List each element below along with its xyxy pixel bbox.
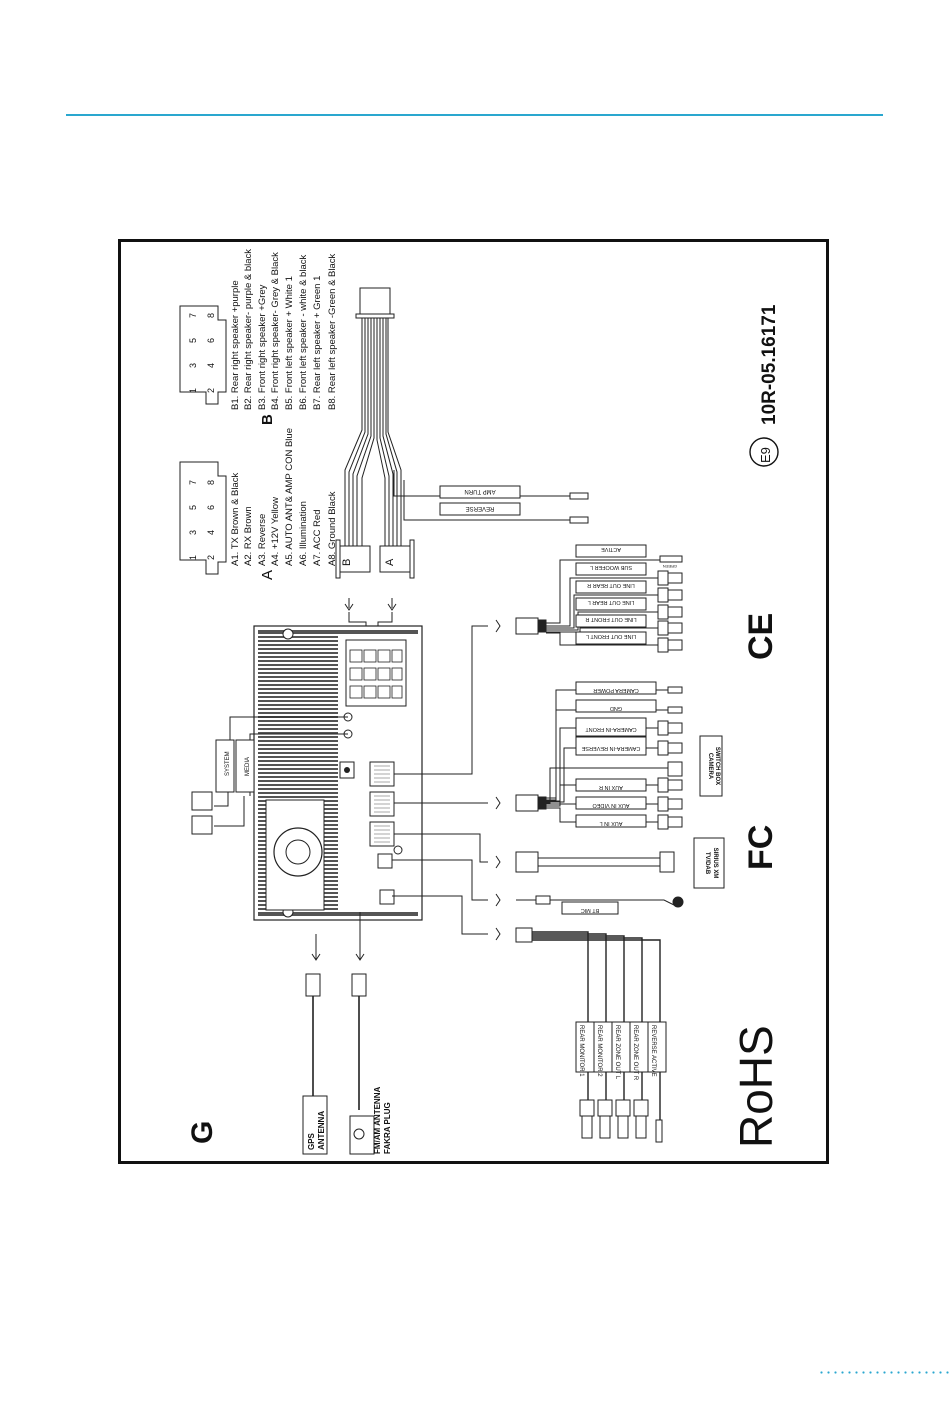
e9-mark <box>749 437 779 467</box>
ce-mark: CE <box>742 613 780 660</box>
connector-a-item: A3. Reverse <box>257 514 268 566</box>
switch-box-label: CAMERA <box>707 753 713 780</box>
gnd-label: GND <box>610 705 622 711</box>
tuner-box-label: TV/DAB <box>704 852 710 875</box>
unit-leads <box>311 619 501 961</box>
gps-antenna <box>302 973 328 1155</box>
pin-label: 1 <box>188 388 198 393</box>
harness-reverse-label: REVERSE <box>466 505 495 511</box>
pin-label: 7 <box>188 480 198 485</box>
pin-label: 8 <box>206 480 216 485</box>
pin-label: 2 <box>206 388 216 393</box>
switch-box-label: SWITCH BOX <box>714 747 720 785</box>
active-label: ACTIVE <box>601 546 621 552</box>
rear-output-label: REAR MONITOR 2 <box>596 1025 602 1077</box>
connector-b-item: B8. Rear left speaker -Green & Black <box>327 253 338 410</box>
connector-a-list: A1. TX Brown & Black A2. RX Brown A3. Re… <box>230 428 338 580</box>
camera-reverse-label: CAMERA-IN REVERSE <box>581 745 640 751</box>
section-letter: G <box>186 1121 219 1144</box>
aux-video-label: AUX IN VIDEO <box>592 802 630 808</box>
connector-b-pinout <box>179 305 227 405</box>
connector-a-pinout <box>179 461 227 575</box>
rohs-mark: RoHS <box>730 1025 782 1148</box>
connector-b-letter: B <box>259 414 276 425</box>
audio-output-label: LINE OUT REAR L <box>588 599 635 605</box>
plug-a-label: A <box>384 558 396 566</box>
bt-mic <box>516 895 684 915</box>
amp-turn-label: AMP TURN <box>464 488 495 494</box>
pin-label: 6 <box>206 505 216 510</box>
fm-label: FAKRA PLUG <box>383 1102 392 1154</box>
connector-a-item: A2. RX Brown <box>243 506 254 566</box>
connector-a-item: A5. AUTO ANT& AMP CON Blue <box>284 428 295 566</box>
tuner-cable <box>515 837 725 889</box>
gps-label: GPS <box>307 1132 316 1150</box>
video-labels: CAMERA POWER GND CAMERA-IN FRONT CAMERA-… <box>581 687 720 826</box>
connector-b-item: B3. Front right speaker +Grey <box>257 284 268 410</box>
fm-label: FM/AM ANTENNA <box>373 1087 382 1154</box>
aux-r-label: AUX IN R <box>599 784 623 790</box>
plug-b-label: B <box>341 559 353 566</box>
rear-output-label: REAR ZONE OUT L <box>614 1025 620 1080</box>
connector-a-item: A6. Illumination <box>298 501 309 566</box>
camera-power-label: CAMERA POWER <box>593 687 639 693</box>
rear-output-label: REAR ZONE OUT R <box>632 1025 638 1081</box>
connector-a-item: A7. ACC Red <box>312 510 323 567</box>
connector-a-letter: A <box>259 570 276 580</box>
diagram-frame <box>118 239 829 1164</box>
wire-color-label: GREEN <box>663 564 677 569</box>
audio-output-label: LINE OUT FRONT L <box>586 633 636 639</box>
connector-b-item: B4. Front right speaker- Grey & Black <box>270 252 281 410</box>
connector-a-pins-1: 1 <box>188 555 198 560</box>
connector-b-item: B5. Front left speaker + White 1 <box>284 276 295 410</box>
connector-b-item: B1. Rear right speaker +purple <box>230 280 241 410</box>
usb-leads <box>191 716 348 835</box>
audio-output-label: LINE OUT REAR R <box>587 582 635 588</box>
e-mark-text: E9 <box>758 447 773 463</box>
connector-b-item: B2. Rear right speaker- purple & black <box>243 249 254 410</box>
connector-a-item: A8. Ground Black <box>327 491 338 566</box>
pin-label: 7 <box>188 313 198 318</box>
rear-output-boxes <box>575 1021 667 1143</box>
rear-output-label: REAR MONITOR 1 <box>578 1025 584 1077</box>
iso-harness <box>335 287 589 579</box>
rear-output-label: REVERSE ACTIVE <box>650 1025 656 1077</box>
audio-output-label: LINE OUT FRONT R <box>585 616 636 622</box>
pin-label: 3 <box>188 363 198 368</box>
head-unit <box>253 625 423 921</box>
tuner-box-label: SIRIUS XM <box>712 848 718 879</box>
footer-dots <box>818 1371 950 1374</box>
bt-mic-label: BT MIC <box>581 907 600 913</box>
pin-label: 4 <box>206 530 216 535</box>
fcc-mark: FC <box>742 825 780 870</box>
aux-l-label: AUX IN L <box>600 820 623 826</box>
pin-label: 3 <box>188 530 198 535</box>
audio-output-module <box>515 544 683 653</box>
gps-label: ANTENNA <box>317 1111 326 1150</box>
fm-antenna <box>349 973 375 1155</box>
connector-a-item: A4. +12V Yellow <box>270 497 281 566</box>
header-rule <box>66 114 883 116</box>
pin-label: 5 <box>188 505 198 510</box>
pin-label: 8 <box>206 313 216 318</box>
video-module <box>515 681 723 830</box>
audio-output-label: SUB WOOFER L <box>590 564 632 570</box>
approval-number: 10R-05.16171 <box>759 304 780 425</box>
audio-output-labels: ACTIVE SUB WOOFER L LINE OUT REAR R LINE… <box>585 546 677 639</box>
pin-label: 2 <box>206 555 216 560</box>
media-label: MEDIA <box>245 757 251 776</box>
connector-b-item: B6. Front left speaker - white & black <box>298 255 309 410</box>
pin-label: 6 <box>206 338 216 343</box>
connector-a-item: A1. TX Brown & Black <box>230 472 241 566</box>
system-label: SYSTEM <box>225 751 231 776</box>
connector-b-list: B1. Rear right speaker +purple B2. Rear … <box>230 249 338 425</box>
rear-output-labels: REAR MONITOR 1 REAR MONITOR 2 REAR ZONE … <box>578 1025 656 1081</box>
pin-label: 5 <box>188 338 198 343</box>
camera-front-label: CAMERA-IN FRONT <box>585 726 637 732</box>
pin-label: 4 <box>206 363 216 368</box>
connector-b-item: B7. Rear left speaker + Green 1 <box>312 276 323 410</box>
